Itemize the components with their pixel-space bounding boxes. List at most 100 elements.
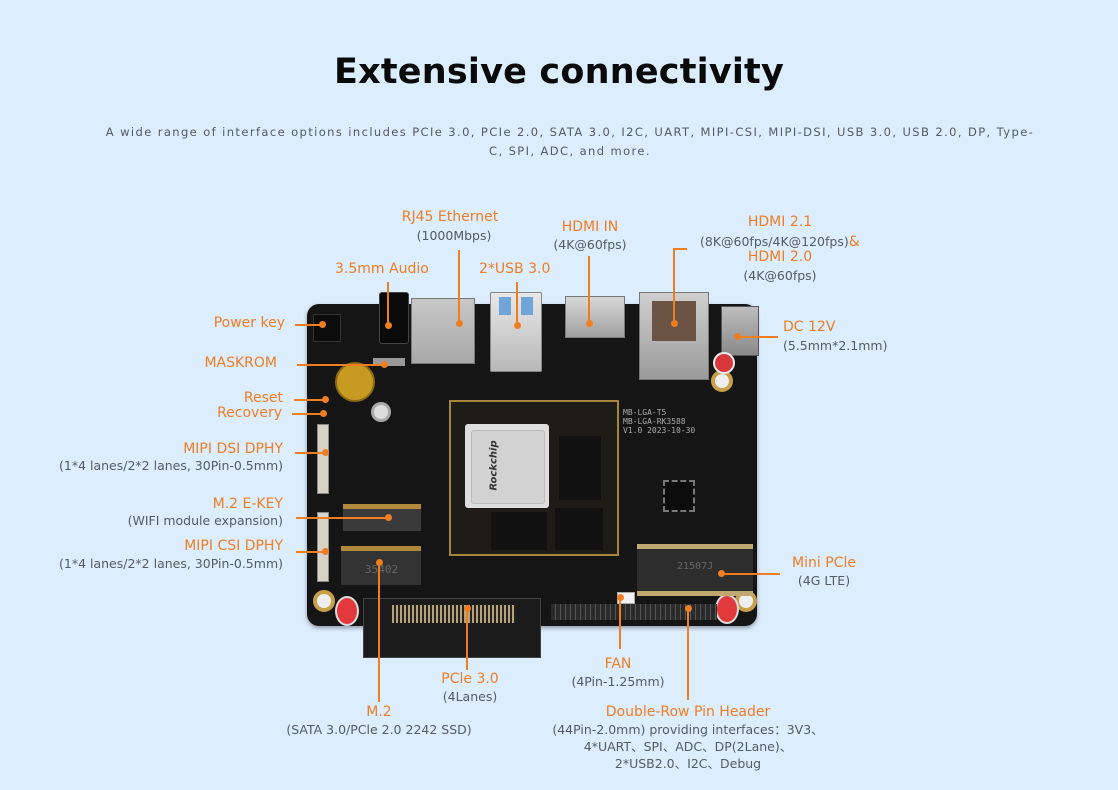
audio-dot	[385, 322, 392, 329]
pcie3-label: PCle 3.0	[441, 671, 499, 687]
m2-ekey-dot	[385, 514, 392, 521]
mipi-dsi-detail: (1*4 lanes/2*2 lanes, 30Pin-0.5mm)	[59, 458, 283, 473]
silkscreen-line: V1.0 2023-10-30	[623, 426, 696, 435]
fan-leader	[619, 597, 621, 649]
rj45-label: RJ45 Ethernet	[401, 209, 499, 225]
m2-ekey-label: M.2 E-KEY	[212, 496, 283, 512]
hdmi21-label: HDMI 2.1	[747, 214, 813, 230]
emmc-chip	[491, 512, 547, 550]
pin-header	[551, 604, 717, 620]
dc-dot	[734, 333, 741, 340]
pin-header-detail-2: 4*UART、SPI、ADC、DP(2Lane)、	[583, 739, 793, 754]
dc-detail: (5.5mm*2.1mm)	[783, 338, 888, 353]
maskrom-label: MASKROM	[204, 355, 277, 371]
maskrom-leader	[297, 364, 385, 366]
minipcie-code: 21507J	[677, 561, 714, 572]
mipi-dsi-leader	[295, 452, 325, 454]
page-subtitle: A wide range of interface options includ…	[105, 125, 1035, 158]
mini-pcie-leader	[722, 573, 780, 575]
hdmi20-label: HDMI 2.0	[747, 249, 813, 265]
hdmi-in-dot	[586, 320, 593, 327]
capacitor	[715, 594, 739, 624]
hdmi21-detail: (8K@60fps/4K@120fps)	[700, 234, 849, 249]
maskrom-switch	[373, 358, 405, 366]
reset-label: Reset	[243, 390, 283, 406]
recovery-dot	[320, 410, 327, 417]
dc-jack	[721, 306, 759, 356]
pin-header-label: Double-Row Pin Header	[605, 704, 771, 720]
page-title: Extensive connectivity	[333, 52, 785, 92]
rj45-port	[411, 298, 475, 364]
mipi-csi-dot	[322, 548, 329, 555]
mipi-dsi-connector	[317, 424, 329, 494]
audio-label: 3.5mm Audio	[335, 261, 429, 277]
pcie3-leader	[466, 608, 468, 670]
m2-ekey-detail: (WIFI module expansion)	[127, 513, 283, 528]
mipi-csi-leader	[296, 551, 326, 553]
fan-dot	[617, 594, 624, 601]
pcie3-dot	[464, 605, 471, 612]
recovery-leader	[292, 413, 324, 415]
hdmi-out-leader-v	[673, 248, 675, 324]
silkscreen-text: MB-LGA-T5 MB-LGA-RK3588 V1.0 2023-10-30	[623, 408, 695, 435]
usb3-port	[490, 292, 542, 372]
rj45-dot	[456, 320, 463, 327]
audio-leader	[387, 282, 389, 326]
dc-leader	[736, 336, 778, 338]
mipi-dsi-label: MIPI DSI DPHY	[183, 441, 283, 457]
hdmi-ampersand: &	[848, 234, 860, 250]
reset-leader	[294, 399, 326, 401]
hdmi-in-leader	[588, 256, 590, 324]
mipi-csi-label: MIPI CSI DPHY	[184, 538, 283, 554]
pcie3-detail: (4Lanes)	[442, 689, 498, 704]
m2-detail: (SATA 3.0/PCle 2.0 2242 SSD)	[286, 722, 472, 737]
mount-hole	[313, 590, 335, 612]
pin-header-leader	[687, 608, 689, 700]
som-module: Rockchip	[449, 400, 619, 556]
mini-pcie-label: Mini PCle	[792, 555, 856, 571]
m2-dot	[376, 559, 383, 566]
pcie-slot	[363, 598, 541, 658]
mipi-csi-connector	[317, 512, 329, 582]
rj45-leader	[458, 250, 460, 324]
usb3-label: 2*USB 3.0	[479, 261, 551, 277]
rj45-detail: (1000Mbps)	[416, 228, 492, 243]
soc-brand: Rockchip	[488, 440, 500, 491]
rk3588-soc: Rockchip	[465, 424, 549, 508]
hdmi-in-label: HDMI IN	[561, 219, 619, 235]
capacitor	[335, 596, 359, 626]
m2-leader	[378, 562, 380, 702]
dc-label: DC 12V	[783, 319, 836, 335]
lpddr-chip	[555, 508, 603, 550]
silkscreen-line: MB-LGA-RK3588	[623, 417, 686, 426]
fan-detail: (4Pin-1.25mm)	[571, 674, 665, 689]
mount-hole	[371, 402, 391, 422]
recovery-label: Recovery	[217, 405, 282, 421]
power-key-leader	[295, 324, 323, 326]
lpddr-chip	[559, 436, 601, 500]
hdmi20-detail: (4K@60fps)	[743, 268, 817, 283]
power-key-label: Power key	[213, 315, 285, 331]
hdmi21-detail-line: (8K@60fps/4K@120fps)&	[700, 232, 860, 251]
mini-pcie-dot	[718, 570, 725, 577]
maskrom-dot	[381, 361, 388, 368]
rtc-battery	[335, 362, 375, 402]
rk3588-board: 35402 Rockchip MB-LGA-T5 MB-LGA-RK3588 V…	[307, 292, 759, 658]
mipi-csi-detail: (1*4 lanes/2*2 lanes, 30Pin-0.5mm)	[59, 556, 283, 571]
usb3-leader	[516, 282, 518, 326]
controller-chip	[663, 480, 695, 512]
silkscreen-line: MB-LGA-T5	[623, 408, 667, 417]
pin-header-detail-1: (44Pin-2.0mm) providing interfaces：3V3、	[552, 722, 824, 737]
m2-label: M.2	[366, 704, 392, 720]
usb3-dot	[514, 322, 521, 329]
pin-header-dot	[685, 605, 692, 612]
power-key-dot	[319, 321, 326, 328]
fan-label: FAN	[604, 656, 632, 672]
m2-slot-code: 35402	[365, 563, 399, 576]
mipi-dsi-dot	[322, 449, 329, 456]
pin-header-detail-3: 2*USB2.0、I2C、Debug	[614, 756, 762, 771]
power-key-button	[313, 314, 341, 342]
audio-jack	[379, 292, 409, 344]
capacitor	[713, 352, 735, 374]
hdmi-out-dot	[671, 320, 678, 327]
